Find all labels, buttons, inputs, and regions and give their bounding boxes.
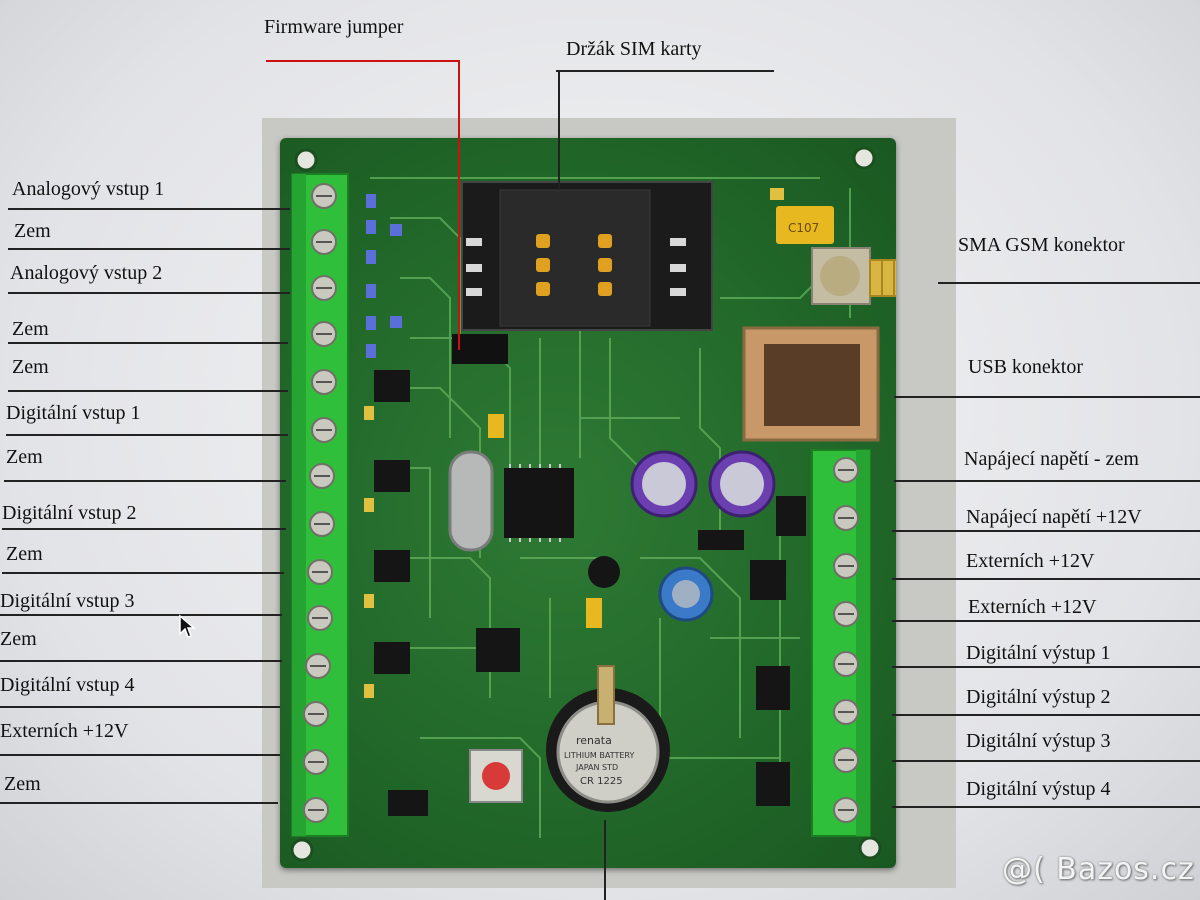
left-rule <box>0 706 280 708</box>
tantalum-cap <box>488 414 504 438</box>
right-label-do2: Digitální výstup 2 <box>966 686 1111 708</box>
right-label-usb: USB konektor <box>968 356 1083 378</box>
left-label-in4: Digitální vstup 4 <box>0 674 135 696</box>
misc-ics <box>476 496 806 806</box>
left-rule <box>8 208 290 210</box>
left-label-ain2: Analogový vstup 2 <box>10 262 163 284</box>
smd-resistor-column <box>364 194 402 698</box>
firmware-jumper-underline <box>266 60 460 62</box>
bazos-watermark: @( Bazos.cz <box>1002 852 1195 887</box>
crystal-oscillator <box>448 450 494 552</box>
right-rule <box>892 806 1200 808</box>
usb-connector <box>742 326 880 442</box>
right-label-pwr-12v: Napájecí napětí +12V <box>966 506 1142 528</box>
left-terminal-block <box>291 173 349 837</box>
right-label-do1: Digitální výstup 1 <box>966 642 1111 664</box>
battery-brand: renata <box>576 734 612 747</box>
left-rule <box>2 572 284 574</box>
left-label-gnd2: Zem <box>12 318 49 340</box>
left-label-in1: Digitální vstup 1 <box>6 402 141 424</box>
left-rule <box>8 342 288 344</box>
right-rule <box>892 760 1200 762</box>
firmware-jumper-leader <box>458 60 460 350</box>
firmware-jumper-label: Firmware jumper <box>264 16 404 38</box>
left-label-ain1: Analogový vstup 1 <box>12 178 165 200</box>
microcontroller-chip <box>504 464 574 542</box>
left-label-gnd1: Zem <box>14 220 51 242</box>
tantalum-cap-2 <box>586 598 602 628</box>
mount-hole <box>290 838 314 862</box>
left-label-in2: Digitální vstup 2 <box>2 502 137 524</box>
battery-leader <box>604 820 606 900</box>
right-label-ext1: Externích +12V <box>966 550 1095 572</box>
left-label-gnd4: Zem <box>6 446 43 468</box>
left-rule <box>8 390 288 392</box>
left-label-in3: Digitální vstup 3 <box>0 590 135 612</box>
left-rule <box>8 292 290 294</box>
left-rule <box>4 480 286 482</box>
left-label-gnd7: Zem <box>4 773 41 795</box>
sim-holder-leader <box>558 70 560 190</box>
battery-model: CR 1225 <box>580 776 623 787</box>
right-label-do4: Digitální výstup 4 <box>966 778 1111 800</box>
mount-hole <box>852 146 876 170</box>
sim-holder-underline <box>556 70 774 72</box>
left-label-gnd6: Zem <box>0 628 37 650</box>
firmware-jumper-part <box>452 334 508 364</box>
left-label-ext12: Externích +12V <box>0 720 129 742</box>
left-rule <box>0 802 278 804</box>
right-rule <box>894 396 1200 398</box>
right-rule <box>892 714 1200 716</box>
right-label-sma: SMA GSM konektor <box>958 234 1125 256</box>
left-label-gnd5: Zem <box>6 543 43 565</box>
mount-hole <box>858 836 882 860</box>
left-rule <box>0 660 282 662</box>
battery-std: JAPAN STD <box>575 763 618 772</box>
right-label-ext2: Externích +12V <box>968 596 1097 618</box>
right-terminal-block <box>811 449 871 837</box>
right-rule <box>894 480 1200 482</box>
sim-card-holder <box>461 181 713 331</box>
left-rule <box>0 754 280 756</box>
left-label-gnd3: Zem <box>12 356 49 378</box>
right-label-pwr-gnd: Napájecí napětí - zem <box>964 448 1139 470</box>
right-rule <box>892 666 1200 668</box>
mouse-cursor-icon <box>179 614 196 638</box>
right-label-do3: Digitální výstup 3 <box>966 730 1111 752</box>
coin-battery: renata LITHIUM BATTERY JAPAN STD CR 1225 <box>546 665 670 812</box>
left-rule <box>8 248 290 250</box>
right-rule <box>892 620 1200 622</box>
pcb-board: C107 <box>280 138 939 868</box>
battery-type: LITHIUM BATTERY <box>564 751 634 760</box>
left-rule <box>2 528 286 530</box>
left-rule <box>0 614 282 616</box>
reset-button-part <box>469 749 523 803</box>
sma-connector: C107 <box>770 188 939 305</box>
mount-hole <box>294 148 318 172</box>
electrolytic-capacitors <box>630 450 776 622</box>
right-rule <box>892 530 1200 532</box>
right-rule <box>938 282 1200 284</box>
svg-text:C107: C107 <box>788 221 819 235</box>
optocoupler-chips <box>374 370 428 816</box>
sim-holder-label: Držák SIM karty <box>566 38 702 60</box>
left-rule <box>6 434 288 436</box>
pcb-artwork: C107 <box>290 146 939 862</box>
right-rule <box>892 578 1200 580</box>
